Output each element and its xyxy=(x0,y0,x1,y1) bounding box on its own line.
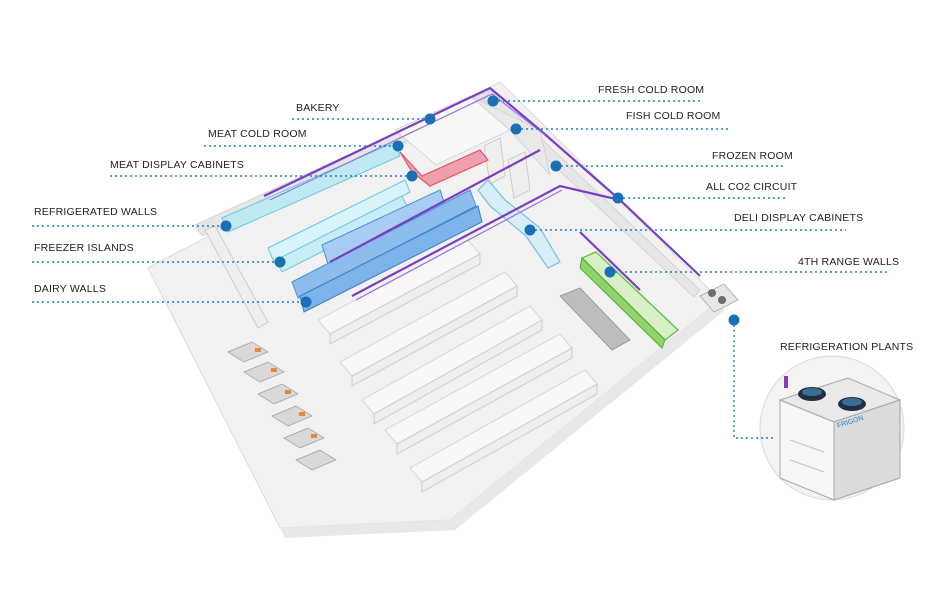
label-all-co2-circuit: ALL CO2 CIRCUIT xyxy=(706,181,798,193)
marker-refrigerated-walls xyxy=(220,220,232,232)
marker-4th-range xyxy=(604,266,616,278)
marker-co2-circuit xyxy=(612,192,624,204)
refrigeration-plant-callout xyxy=(759,355,905,501)
marker-freezer-islands xyxy=(274,256,286,268)
label-fresh-cold-room: FRESH COLD ROOM xyxy=(598,84,705,96)
marker-fresh-cold-room xyxy=(487,95,499,107)
marker-frozen-room xyxy=(550,160,562,172)
label-refrigerated-walls: REFRIGERATED WALLS xyxy=(34,206,158,218)
deli-counter xyxy=(559,287,631,351)
marker-fish-cold-room xyxy=(510,123,522,135)
label-frozen-room: FROZEN ROOM xyxy=(712,150,793,162)
co2-circuit xyxy=(263,86,701,301)
dairy-wall-unit xyxy=(299,205,483,313)
label-refrigeration-plants: REFRIGERATION PLANTS xyxy=(780,341,914,353)
marker-meat-cold-room xyxy=(392,140,404,152)
marker-refrigeration-plants xyxy=(728,314,740,326)
checkouts xyxy=(227,341,337,471)
label-4th-range-walls: 4TH RANGE WALLS xyxy=(798,256,900,268)
roof-plant-small xyxy=(699,283,739,313)
markers xyxy=(220,95,740,326)
aisle-shelving xyxy=(317,239,598,493)
label-bakery: BAKERY xyxy=(296,102,340,114)
label-freezer-islands: FREEZER ISLANDS xyxy=(34,242,134,254)
marker-bakery xyxy=(424,113,436,125)
marker-deli-display xyxy=(524,224,536,236)
label-fish-cold-room: FISH COLD ROOM xyxy=(626,110,721,122)
label-dairy-walls: DAIRY WALLS xyxy=(34,283,107,295)
leader-refrigeration-plants xyxy=(733,320,776,439)
label-meat-cold-room: MEAT COLD ROOM xyxy=(208,128,307,140)
leader-lines xyxy=(32,100,888,439)
marker-meat-display xyxy=(406,170,418,182)
freezer-islands-units xyxy=(291,189,477,299)
label-meat-display-cabinets: MEAT DISPLAY CABINETS xyxy=(110,159,245,171)
store-floor-shade xyxy=(280,300,725,538)
marker-dairy-walls xyxy=(300,296,312,308)
label-deli-display-cabinets: DELI DISPLAY CABINETS xyxy=(734,212,864,224)
